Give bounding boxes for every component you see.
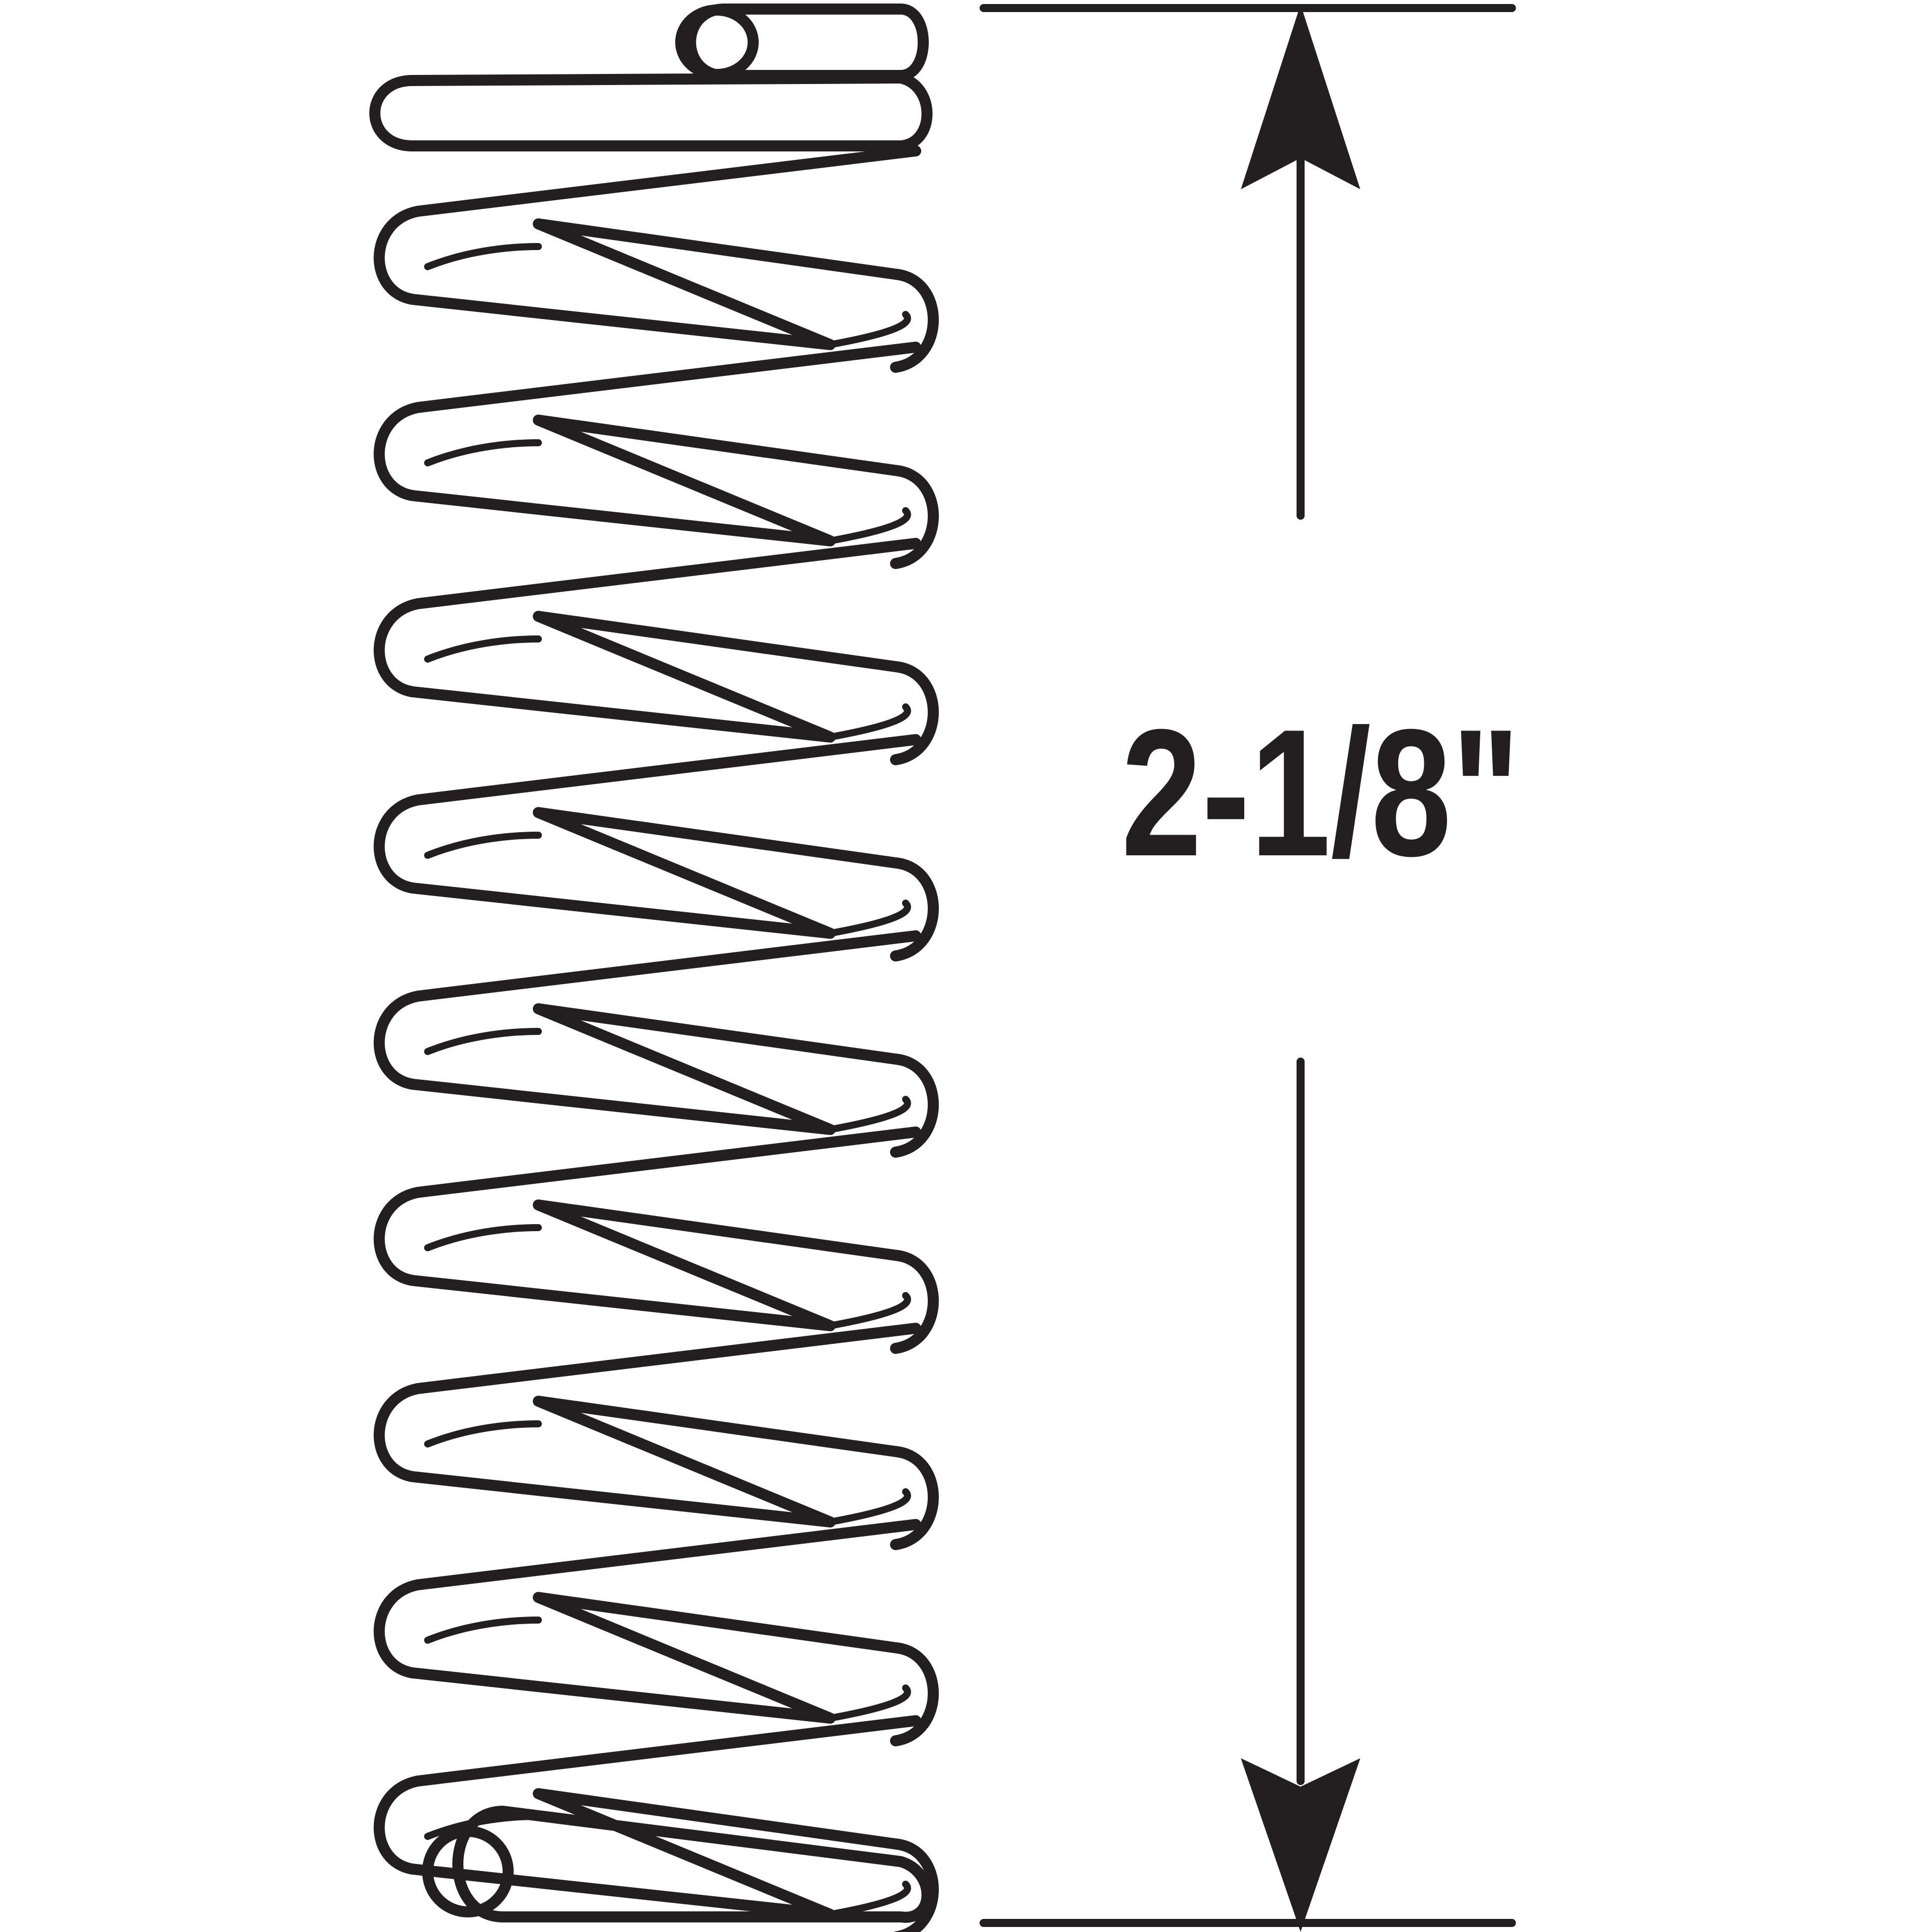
spring-coil-back-strand [424,1617,911,1722]
spring-coil-back-strand [424,635,911,741]
spring-top-flat-coil [369,72,933,151]
spring-coil [373,1715,939,1932]
spring-coil [373,734,939,961]
dimension-label: 2-1/8" [1121,692,1520,894]
spring-coil-back-strand [424,1028,911,1133]
dimension-down-arrow-icon [1241,1758,1360,1932]
dimension-up-arrow-icon [1241,4,1360,190]
spring-top-end-coil [685,4,929,81]
height-dimension [980,4,1516,1932]
spring-coil [373,930,939,1158]
spring-coil [373,538,939,765]
spring-coil-back-strand [424,439,911,544]
spring-wire-end-bottom [422,1826,514,1917]
spring-coil-back-strands [424,243,911,1918]
spring-coil-strands [373,145,939,1932]
spring-coil-back-strand [424,832,911,937]
spring-coil [373,342,939,569]
spring-coil-back-strand [424,243,911,348]
spring-coil-back-strand [424,1420,911,1525]
spring-coil [373,145,939,373]
spring-coil [373,1126,939,1354]
spring-coil [373,1519,939,1746]
spring-coil [373,1323,939,1550]
spring-coil-back-strand [424,1224,911,1329]
compression-spring-illustration [369,4,939,1932]
